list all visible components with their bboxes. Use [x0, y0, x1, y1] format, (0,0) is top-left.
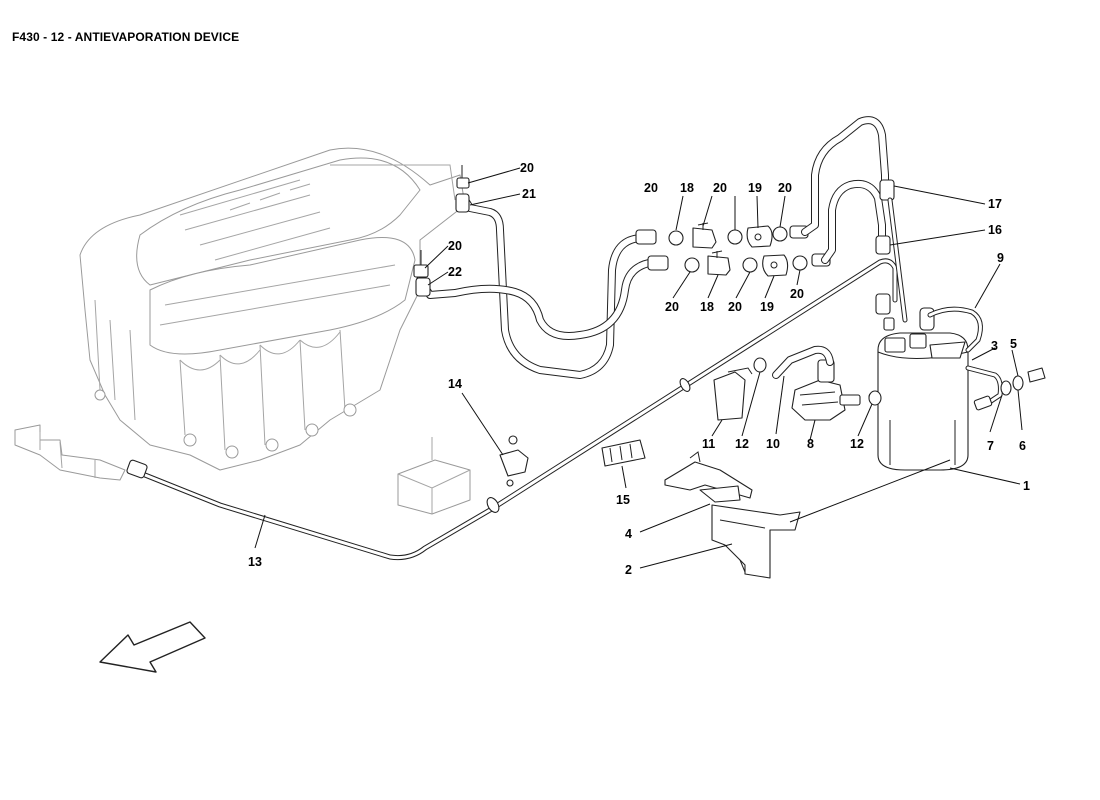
fitting-row-lower: [647, 250, 831, 277]
engine-intake-manifold: [79, 147, 466, 471]
fuel-rail-end-fitting: [14, 424, 126, 481]
battery-box-outline: [397, 437, 471, 515]
carbon-canister: [868, 307, 969, 471]
vapour-hose-vertical: [801, 116, 908, 331]
pipe-clip: [499, 435, 529, 487]
callout-17: 17: [988, 197, 1002, 211]
callout-19b: 19: [760, 300, 774, 314]
callout-4: 4: [625, 527, 632, 541]
callout-7: 7: [987, 439, 994, 453]
diagram-title: F430 - 12 - ANTIEVAPORATION DEVICE: [12, 30, 240, 44]
callout-1: 1: [1023, 479, 1030, 493]
callout-20h: 20: [790, 287, 804, 301]
callout-20a: 20: [520, 161, 534, 175]
callout-2: 2: [625, 563, 632, 577]
evaporative-pipe-13: [126, 258, 898, 561]
callout-labels: 1 2 3 4 5 6 7 8 9 10 11 12 12 13 14 15 1…: [248, 161, 1030, 577]
callout-13: 13: [248, 555, 262, 569]
callout-18b: 18: [700, 300, 714, 314]
fitting-row-upper: [635, 222, 809, 249]
callout-19a: 19: [748, 181, 762, 195]
callout-12b: 12: [850, 437, 864, 451]
callout-20e: 20: [778, 181, 792, 195]
canister-brackets: [601, 439, 801, 579]
callout-20g: 20: [728, 300, 742, 314]
canister-vent-pipe: [927, 306, 983, 353]
vapour-hose-upper: [413, 165, 659, 379]
leader-lines: [254, 167, 1023, 569]
callout-10: 10: [766, 437, 780, 451]
callout-22: 22: [448, 265, 462, 279]
callout-18a: 18: [680, 181, 694, 195]
callout-21: 21: [522, 187, 536, 201]
callout-20f: 20: [665, 300, 679, 314]
vehicle-direction-arrow-icon: [99, 621, 206, 673]
callout-20d: 20: [713, 181, 727, 195]
callout-16: 16: [988, 223, 1002, 237]
callout-8: 8: [807, 437, 814, 451]
callout-14: 14: [448, 377, 462, 391]
callout-11: 11: [702, 437, 715, 451]
callout-6: 6: [1019, 439, 1026, 453]
callout-20b: 20: [448, 239, 462, 253]
callout-3: 3: [991, 339, 998, 353]
callout-15: 15: [616, 493, 630, 507]
callout-20c: 20: [644, 181, 658, 195]
callout-5: 5: [1010, 337, 1017, 351]
callout-9: 9: [997, 251, 1004, 265]
purge-valve-assembly: [713, 345, 882, 421]
canister-drain-pipe: [965, 365, 1046, 411]
callout-12a: 12: [735, 437, 749, 451]
